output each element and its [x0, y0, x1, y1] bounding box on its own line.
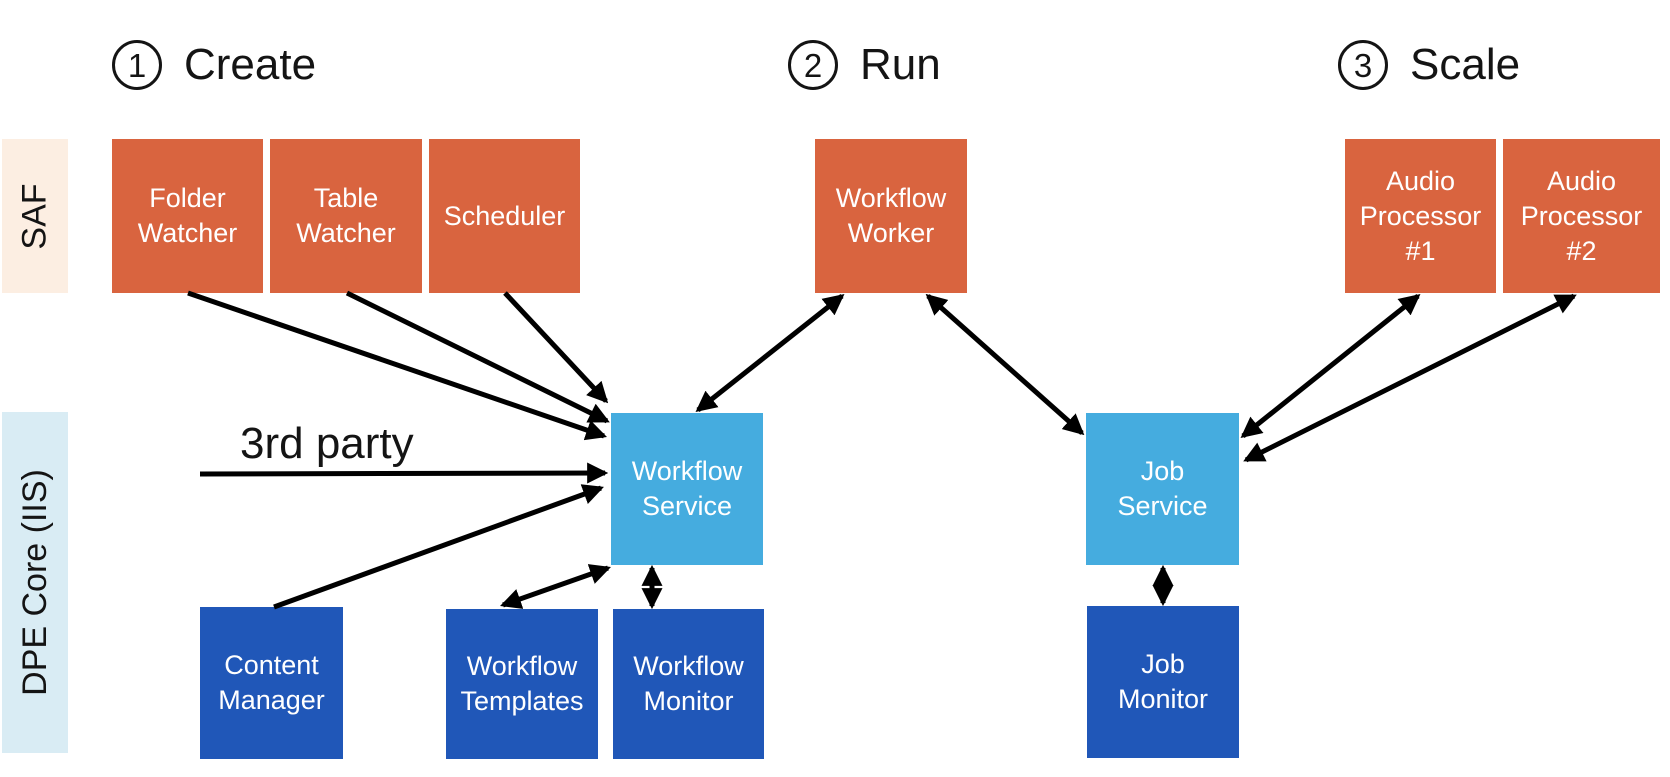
phase-heading-scale: 3 Scale [1338, 40, 1520, 90]
node-content-manager-label-line: Content [224, 650, 319, 680]
node-workflow-service-label-line: Workflow [631, 456, 743, 486]
node-scheduler: Scheduler [429, 139, 580, 293]
node-scheduler-label-line: Scheduler [443, 200, 566, 231]
connection-job-service-to-audio-processor-2 [1243, 293, 1577, 463]
node-workflow-monitor-label-line: Monitor [643, 686, 734, 716]
node-job-service-label-line: Job [1140, 456, 1185, 486]
node-workflow-monitor-label-line: Workflow [633, 651, 744, 681]
lane-dpe-core-label: DPE Core (IIS) [15, 469, 54, 696]
third-party-label: 3rd party [240, 419, 414, 468]
phase-2-label: Run [860, 39, 941, 89]
node-audio-processor-1-label-line: Processor [1359, 200, 1482, 231]
node-audio-processor-1-label-line: #1 [1405, 235, 1436, 266]
node-job-monitor-label-line: Monitor [1117, 684, 1209, 714]
node-audio-processor-2-label-line: Processor [1520, 200, 1643, 231]
connection-third-party-to-workflow-service [199, 462, 609, 484]
phase-heading-run: 2 Run [788, 40, 941, 90]
node-audio-processor-1-label-line: Audio [1385, 165, 1456, 196]
connection-workflow-templates-to-workflow-service [500, 564, 611, 609]
lane-dpe-core: DPE Core (IIS) [2, 412, 68, 753]
node-workflow-worker-label-line: Worker [847, 218, 935, 248]
phase-3-number-badge: 3 [1338, 40, 1388, 90]
phase-heading-create: 1 Create [112, 40, 316, 90]
connection-scheduler-to-workflow-service [503, 291, 609, 404]
connection-table-watcher-to-workflow-service [345, 290, 610, 424]
node-table-watcher-label-line: Watcher [296, 218, 396, 248]
phase-1-number-badge: 1 [112, 40, 162, 90]
connection-workflow-worker-to-job-service [925, 293, 1085, 436]
node-audio-processor-2-label-line: #2 [1566, 235, 1597, 266]
node-workflow-templates-label-line: Templates [460, 686, 584, 716]
node-content-manager-label-line: Manager [218, 685, 325, 715]
node-workflow-worker-label-line: Workflow [835, 183, 947, 213]
connection-content-manager-to-workflow-service [273, 484, 604, 610]
connection-workflow-service-to-workflow-worker [695, 294, 845, 412]
node-audio-processor-2-label-line: Audio [1546, 165, 1617, 196]
node-workflow-service-label-line: Service [641, 491, 733, 521]
connection-job-service-to-audio-processor-1 [1240, 294, 1421, 438]
phase-3-label: Scale [1410, 39, 1521, 89]
node-job-service-label-line: Service [1117, 491, 1208, 521]
node-folder-watcher-label-line: Watcher [137, 218, 238, 248]
phase-2-number-badge: 2 [788, 40, 838, 90]
connection-folder-watcher-to-workflow-service [187, 290, 607, 441]
lane-saf: SAF [2, 139, 68, 293]
node-table-watcher-label-line: Table [313, 183, 379, 213]
node-job-monitor-label-line: Job [1141, 649, 1185, 679]
node-workflow-templates-label-line: Workflow [466, 651, 578, 681]
node-folder-watcher-label-line: Folder [149, 183, 226, 213]
phase-1-label: Create [184, 39, 317, 89]
lane-saf-label: SAF [15, 182, 54, 250]
